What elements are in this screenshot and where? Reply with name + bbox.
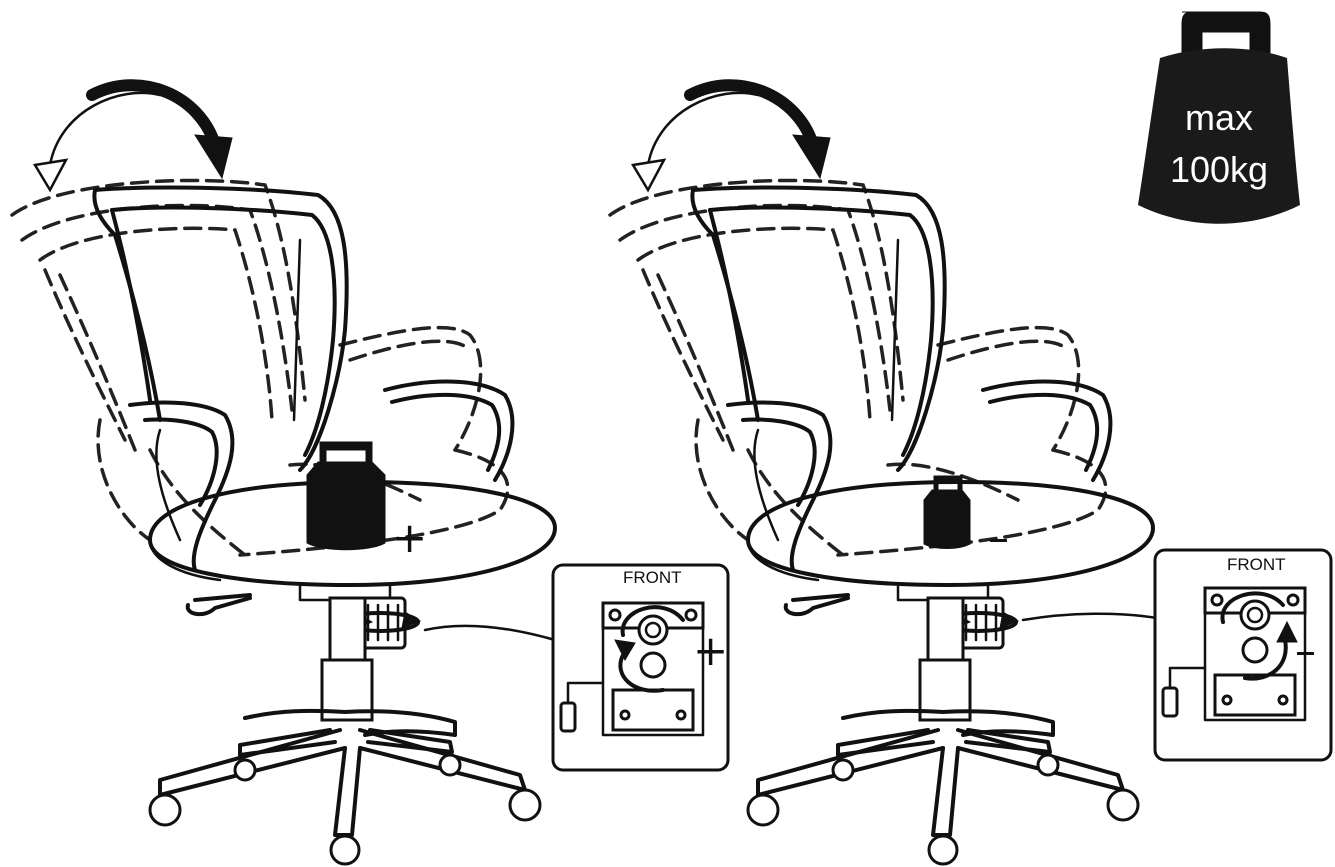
seat-sign: –	[988, 513, 1009, 562]
mechanism-inset: FRONT +	[553, 565, 728, 770]
callout-line	[1023, 614, 1157, 620]
weight-limit-badge: max 100kg	[1138, 12, 1300, 224]
chair-illustration	[12, 180, 555, 864]
weight-icon	[924, 476, 970, 549]
inset-sign: +	[693, 626, 728, 675]
weight-limit-line1: max	[1185, 97, 1253, 138]
recline-back-arrow	[50, 93, 160, 165]
recline-arrow-head	[793, 135, 830, 178]
callout-line	[425, 626, 555, 640]
recline-arrow-head-outline	[35, 160, 66, 190]
weight-limit-line2: 100kg	[1170, 149, 1268, 190]
mechanism-inset: FRONT –	[1155, 550, 1331, 760]
recline-back-arrow	[648, 93, 758, 165]
inset-label-front: FRONT	[623, 568, 682, 587]
inset-sign: –	[1295, 626, 1316, 675]
weight-icon	[307, 442, 385, 550]
inset-label-front: FRONT	[1227, 555, 1286, 574]
recline-arrow-head	[195, 135, 232, 178]
panel-increase: + FRONT +	[12, 85, 728, 864]
recline-arrow-head-outline	[633, 160, 664, 190]
seat-sign: +	[392, 513, 427, 562]
